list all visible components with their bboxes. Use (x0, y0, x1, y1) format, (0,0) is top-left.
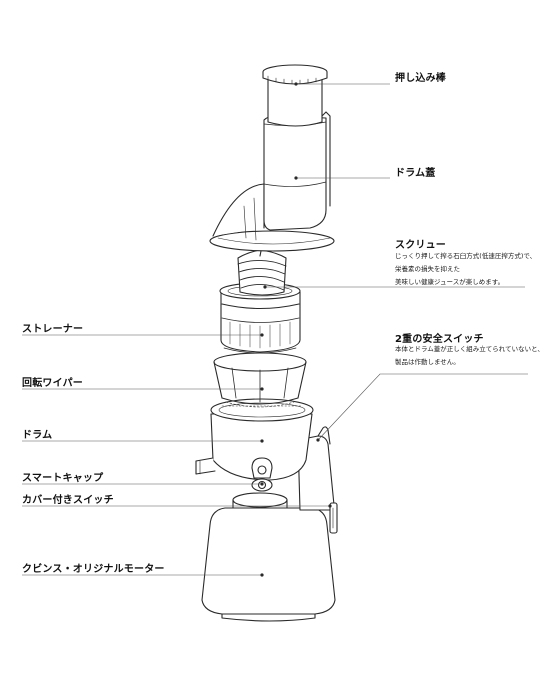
label-safety-switch: 2重の安全スイッチ (395, 334, 484, 345)
label-screw: スクリュー (395, 240, 446, 251)
dot-covered-switch (328, 504, 332, 508)
drum-lid (209, 111, 335, 252)
screw-description: じっくり押して搾る石臼方式(低速圧搾方式)で、 栄養素の損失を抑えた 美味しい健… (395, 250, 536, 289)
label-pusher: 押し込み棒 (395, 73, 446, 84)
dot-pusher (294, 82, 298, 86)
label-drum-lid: ドラム蓋 (395, 168, 436, 179)
label-smart-cap: スマートキャップ (22, 473, 104, 484)
dot-smart-cap (260, 482, 264, 486)
pusher (262, 64, 328, 127)
dot-safety-switch (316, 438, 320, 442)
smart-cap (251, 457, 273, 479)
dot-rotating-wiper (260, 387, 264, 391)
dot-strainer (260, 333, 264, 337)
label-strainer: ストレーナー (22, 324, 84, 335)
screw-description-line: 栄養素の損失を抑えた (395, 265, 460, 273)
screw-description-line: じっくり押して搾る石臼方式(低速圧搾方式)で、 (395, 252, 537, 260)
rotating-wiper (213, 352, 307, 408)
dot-motor (260, 573, 264, 577)
safety-switch-description: 本体とドラム蓋が正しく組み立てられていないと、 製品は作動しません。 (395, 343, 544, 369)
label-motor: クビンス・オリジナルモーター (22, 564, 165, 575)
label-covered-switch: カバー付きスイッチ (22, 495, 114, 506)
screw-description-line: 美味しい健康ジュースが楽しめます。 (395, 278, 505, 286)
motor-base (201, 492, 336, 622)
safety-switch-description-line: 製品は作動しません。 (395, 358, 460, 366)
safety-switch-description-line: 本体とドラム蓋が正しく組み立てられていないと、 (395, 345, 544, 353)
screw (237, 245, 287, 296)
dot-drum (260, 439, 264, 443)
leader-safety-switch (317, 373, 528, 441)
label-rotating-wiper: 回転ワイパー (22, 378, 83, 389)
dot-drum-lid (294, 176, 298, 180)
dot-screw (263, 285, 267, 289)
drum (195, 398, 314, 481)
label-drum: ドラム (22, 430, 53, 441)
